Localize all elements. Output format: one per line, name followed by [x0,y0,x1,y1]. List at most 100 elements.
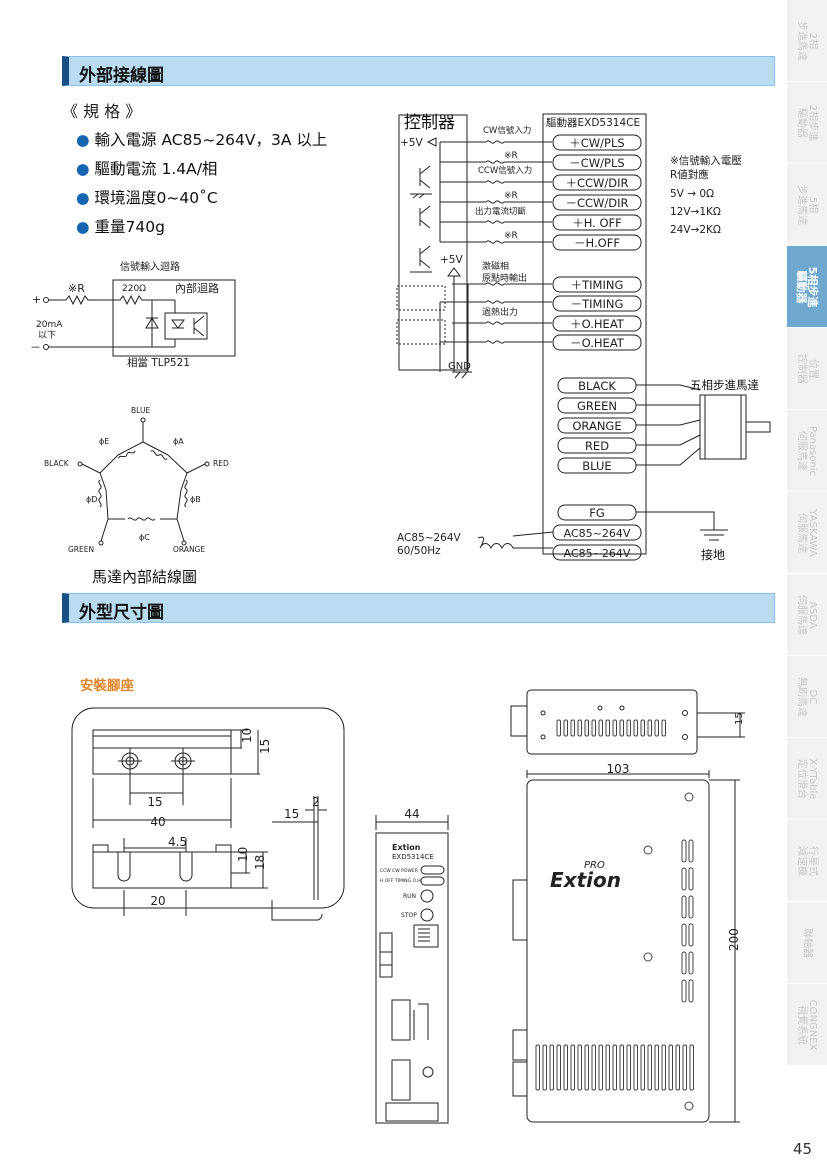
svg-text:+: + [32,293,41,306]
sidebar-item-planetary-gear[interactable]: 行星式減速機 [787,820,827,902]
sidebar-item-label: 5相步進馬達 [796,184,818,225]
section-title: 外型尺寸圖 [79,603,164,623]
svg-text:＋TIMING: ＋TIMING [571,278,624,292]
svg-text:－: － [30,341,41,354]
svg-text:PRO: PRO [584,860,605,871]
svg-text:STOP: STOP [401,912,417,919]
svg-text:RED: RED [213,459,229,468]
svg-text:＋CW/PLS: ＋CW/PLS [569,136,624,150]
svg-text:CW信號入力: CW信號入力 [483,125,531,136]
svg-text:Extion: Extion [550,868,621,892]
svg-text:EXD5314CE: EXD5314CE [392,853,434,861]
svg-text:ϕD: ϕD [86,495,97,504]
signal-input-circuit: 信號輸入迴路 ※R 220Ω 內部迴路 + － 20mA 以下 相當 TLP52… [30,260,236,369]
front-view-drawing: 44 Extion EXD5314CE CCW CW POWER H.OFF T… [375,807,449,1124]
svg-text:驅動器EXD5314CE: 驅動器EXD5314CE [546,116,640,129]
svg-text:10: 10 [236,847,250,862]
sidebar-item-2phase-driver[interactable]: 2相步進驅動器 [787,82,827,164]
svg-text:GREEN: GREEN [577,399,617,413]
svg-text:40: 40 [150,815,165,829]
svg-text:220Ω: 220Ω [122,284,146,294]
svg-text:15: 15 [284,807,299,821]
svg-text:18: 18 [253,855,267,870]
sidebar-item-5phase-motor[interactable]: 5相步進馬達 [787,164,827,246]
svg-text:BLUE: BLUE [131,406,150,415]
svg-text:ϕA: ϕA [173,437,184,446]
svg-text:CCW信號入力: CCW信號入力 [478,165,532,176]
svg-text:AC85~264V: AC85~264V [564,527,631,540]
svg-text:10: 10 [240,728,254,743]
svg-text:內部迴路: 內部迴路 [175,281,219,295]
spec-item: ●輸入電源 AC85~264V，3A 以上 [76,131,328,149]
svg-text:五相步進馬達: 五相步進馬達 [690,378,759,392]
wiring-diagram: 控制器 +5V 驅動器EXD5314CE CW信號入力 CCW信號入力 出力電流… [396,113,771,562]
svg-text:FG: FG [589,506,605,520]
svg-text:＋O.HEAT: ＋O.HEAT [570,317,625,331]
sidebar-item-label: 行星式減速機 [796,845,818,876]
sidebar-item-coupling[interactable]: 聯軸器 [787,902,827,984]
section-header-dimensions: 外型尺寸圖 [62,593,775,623]
svg-text:AC85~264V: AC85~264V [397,532,462,544]
bullet-icon: ● [76,131,90,149]
svg-text:※R: ※R [68,282,85,295]
svg-text:安裝腳座: 安裝腳座 [80,677,134,694]
svg-text:＋H. OFF: ＋H. OFF [572,216,622,230]
svg-text:原點時輸出: 原點時輸出 [482,272,527,284]
spec-item: ●驅動電流 1.4A/相 [76,160,218,178]
sidebar-item-label: 位置控制器 [796,353,818,384]
sidebar-item-label: 2相步進驅動器 [796,104,818,141]
svg-text:GREEN: GREEN [68,545,94,554]
svg-text:－TIMING: －TIMING [571,297,624,311]
svg-text:+5V: +5V [440,254,463,266]
motor-internal-diagram: BLUE BLACK RED GREEN ORANGE ϕE ϕA ϕB ϕC … [44,406,229,554]
svg-text:AC85~264V: AC85~264V [564,547,631,560]
spec-item: ●重量740g [76,218,165,236]
bullet-icon: ● [76,160,90,178]
svg-text:20mA: 20mA [36,320,63,330]
svg-text:60/50Hz: 60/50Hz [397,545,441,557]
svg-text:BLUE: BLUE [582,459,611,473]
bullet-icon: ● [76,218,90,236]
svg-text:BLACK: BLACK [578,379,616,393]
svg-text:信號輸入迴路: 信號輸入迴路 [120,260,180,273]
page-number: 45 [793,1140,813,1158]
svg-text:CCW CW POWER: CCW CW POWER [380,868,418,874]
spec-title: 《 規 格 》 [62,102,142,121]
sidebar-item-label: 5相步進驅動器 [795,266,819,307]
svg-text:24V→2KΩ: 24V→2KΩ [670,224,721,236]
svg-text:－H.OFF: －H.OFF [574,236,620,250]
svg-text:BLACK: BLACK [44,459,70,468]
svg-text:+5V: +5V [400,137,423,149]
sidebar-item-position-controller[interactable]: 位置控制器 [787,328,827,410]
svg-text:※R: ※R [504,151,518,161]
svg-text:15: 15 [258,739,272,754]
sidebar-item-2phase-motor[interactable]: 2相步進馬達 [787,0,827,82]
svg-text:RED: RED [585,439,609,453]
svg-text:＋CCW/DIR: ＋CCW/DIR [565,176,628,190]
svg-text:※R: ※R [504,231,518,241]
spec-item: ●環境溫度0~40˚C [76,189,218,207]
svg-text:過熱出力: 過熱出力 [482,306,518,318]
sidebar-item-5phase-driver[interactable]: 5相步進驅動器 [787,246,827,328]
svg-text:※R: ※R [504,191,518,201]
svg-text:－CCW/DIR: －CCW/DIR [565,196,628,210]
svg-text:15: 15 [147,795,162,809]
svg-text:控制器: 控制器 [404,113,455,133]
svg-text:12V→1KΩ: 12V→1KΩ [670,206,721,218]
section-header-wiring: 外部接線圖 [62,56,775,86]
motor-internal-caption: 馬達內部結線圖 [92,568,197,586]
svg-text:RUN: RUN [403,893,416,900]
svg-text:－CW/PLS: －CW/PLS [569,156,624,170]
section-title: 外部接線圖 [79,66,164,86]
